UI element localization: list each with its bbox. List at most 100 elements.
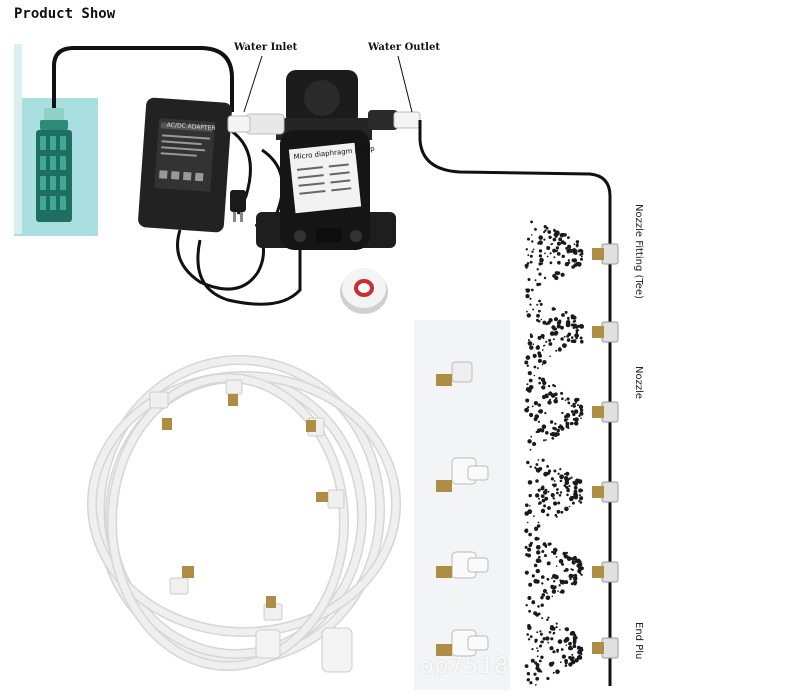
mist-droplet — [578, 404, 584, 410]
mist-droplet — [574, 658, 579, 663]
mist-droplet — [529, 303, 532, 306]
mist-droplet — [538, 659, 542, 663]
mist-droplet — [526, 633, 529, 636]
mist-droplet — [541, 349, 544, 351]
mist-droplet — [548, 318, 553, 323]
mist-droplet — [529, 541, 533, 545]
mist-droplet — [560, 510, 564, 514]
mist-droplet — [554, 230, 560, 236]
mist-droplet — [578, 500, 581, 502]
mist-droplet — [574, 320, 577, 323]
mist-droplet — [528, 385, 534, 390]
mist-droplet — [533, 417, 538, 422]
mist-droplet — [571, 653, 574, 656]
mist-droplet — [537, 559, 542, 563]
mist-droplet — [552, 632, 555, 635]
mist-droplet — [542, 542, 547, 547]
mist-droplet — [537, 431, 540, 434]
mist-droplet — [544, 412, 547, 415]
mist-droplet — [526, 521, 529, 524]
mist-droplet — [537, 459, 540, 461]
mist-droplet — [558, 319, 562, 323]
mist-droplet — [539, 630, 542, 633]
mist-droplet — [551, 550, 554, 554]
mist-droplet — [566, 397, 570, 401]
mist-droplet — [573, 243, 576, 245]
mist-droplet — [556, 488, 559, 491]
mist-droplet — [540, 494, 545, 498]
mist-droplet — [529, 297, 532, 300]
mist-droplet — [527, 406, 530, 409]
mist-droplet — [551, 242, 554, 245]
mist-droplet — [528, 493, 532, 498]
mist-droplet — [531, 250, 534, 253]
mist-droplet — [537, 502, 540, 505]
mist-droplet — [561, 654, 567, 659]
mist-droplet — [530, 220, 533, 224]
mist-droplet — [544, 426, 546, 428]
mist-droplet — [579, 336, 583, 340]
mist-droplet — [565, 551, 569, 555]
mist-droplet — [531, 648, 534, 651]
inlet-hose — [52, 46, 234, 112]
mist-droplet — [542, 637, 546, 641]
outlet-hose — [418, 120, 612, 686]
mist-droplet — [559, 491, 563, 494]
mist-droplet — [529, 448, 532, 451]
mist-droplet — [555, 349, 558, 352]
mist-droplet — [530, 435, 533, 438]
mist-droplet — [532, 308, 535, 311]
mist-droplet — [580, 252, 584, 256]
mist-droplet — [554, 513, 558, 517]
mist-droplet — [546, 465, 549, 468]
mist-droplet — [527, 339, 530, 342]
mist-droplet — [541, 593, 546, 597]
mist-droplet — [536, 268, 539, 271]
mist-droplet — [543, 344, 546, 347]
mist-droplet — [580, 652, 583, 656]
mist-droplet — [541, 485, 545, 489]
mist-droplet — [553, 480, 556, 482]
mist-droplet — [534, 526, 539, 532]
mist-droplet — [555, 246, 560, 250]
mist-droplet — [578, 566, 582, 570]
mist-droplet — [527, 254, 530, 257]
mist-droplet — [533, 401, 539, 406]
mist-droplet — [529, 254, 533, 258]
mist-droplet — [567, 244, 572, 249]
mist-droplet — [553, 501, 558, 506]
mist-droplet — [560, 337, 564, 341]
mist-droplet — [580, 573, 583, 576]
mist-droplet — [550, 477, 555, 481]
nozzle-label: Nozzle — [633, 366, 644, 400]
mist-droplet — [560, 391, 564, 395]
mist-droplet — [549, 261, 553, 265]
mist-droplet — [564, 310, 568, 314]
mist-droplet — [557, 590, 559, 592]
mist-droplet — [565, 485, 569, 489]
mist-droplet — [558, 558, 564, 564]
mist-droplet — [570, 410, 574, 414]
mist-droplet — [575, 478, 580, 483]
mist-droplet — [535, 479, 539, 483]
mist-droplet — [565, 322, 571, 328]
mist-droplet — [547, 400, 552, 405]
mist-droplet — [546, 513, 550, 517]
mist-droplet — [539, 302, 543, 306]
mist-droplet — [525, 248, 528, 251]
mist-droplet — [550, 585, 555, 590]
mist-droplet — [529, 681, 533, 685]
mist-droplet — [536, 655, 539, 658]
mist-droplet — [572, 402, 576, 406]
mist-droplet — [558, 584, 561, 587]
mist-droplet — [535, 666, 540, 671]
mist-droplet — [550, 625, 553, 628]
mist-droplet — [550, 393, 556, 398]
mist-droplet — [539, 428, 542, 431]
mist-droplet — [555, 397, 558, 400]
mist-droplet — [538, 376, 542, 380]
mist-droplet — [546, 561, 551, 566]
mist-droplet — [540, 596, 544, 600]
mist-droplet — [535, 493, 540, 498]
mist-droplet — [557, 347, 562, 352]
